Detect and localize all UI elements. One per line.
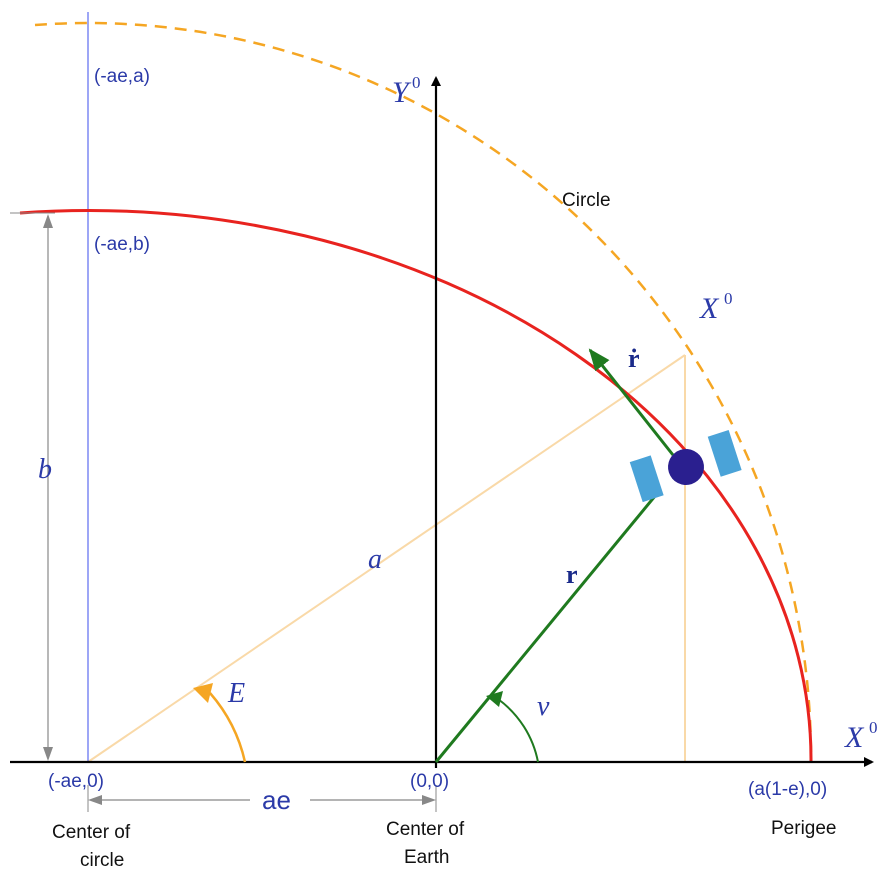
ae-arrow-right <box>422 795 436 805</box>
label-y-axis: Y <box>392 76 412 109</box>
velocity-vector-r-dot <box>588 348 675 456</box>
auxiliary-circle <box>34 21 813 763</box>
label-minus-ae-a: (-ae,a) <box>94 66 150 87</box>
angle-nu-arc <box>497 698 539 763</box>
orbit-ellipse <box>19 209 813 763</box>
b-arrow-top <box>43 214 53 228</box>
label-x-axis: X <box>844 721 865 754</box>
label-x0-point-sup: 0 <box>724 289 733 308</box>
label-perigee: Perigee <box>771 818 837 839</box>
label-ae: ae <box>262 785 291 815</box>
label-y-axis-sup: 0 <box>412 73 421 92</box>
label-perigee-point: (a(1-e),0) <box>748 779 827 800</box>
label-x-axis-sup: 0 <box>869 718 878 737</box>
label-center-earth-1: Center of <box>386 819 465 840</box>
label-minus-ae-b: (-ae,b) <box>94 234 150 255</box>
label-nu: ν <box>537 691 550 722</box>
label-center-circle-1: Center of <box>52 822 131 843</box>
label-b: b <box>38 454 52 485</box>
position-vector-r <box>434 489 662 763</box>
label-a: a <box>368 544 382 575</box>
label-r: r <box>566 560 578 589</box>
label-x0-point: X <box>699 292 720 325</box>
label-center-earth-2: Earth <box>404 847 449 868</box>
label-circle: Circle <box>562 190 611 211</box>
label-origin: (0,0) <box>410 771 449 792</box>
radius-a-line <box>87 354 686 763</box>
angle-E-arrowhead <box>193 683 213 703</box>
ae-arrow-left <box>88 795 102 805</box>
label-center-circle-2: circle <box>80 850 124 871</box>
satellite-icon <box>629 430 742 503</box>
angle-E-arc <box>209 692 247 763</box>
label-minus-ae-0: (-ae,0) <box>48 771 104 792</box>
label-r-dot: ṙ <box>628 344 640 373</box>
label-E: E <box>227 678 245 709</box>
b-arrow-bottom <box>43 747 53 761</box>
